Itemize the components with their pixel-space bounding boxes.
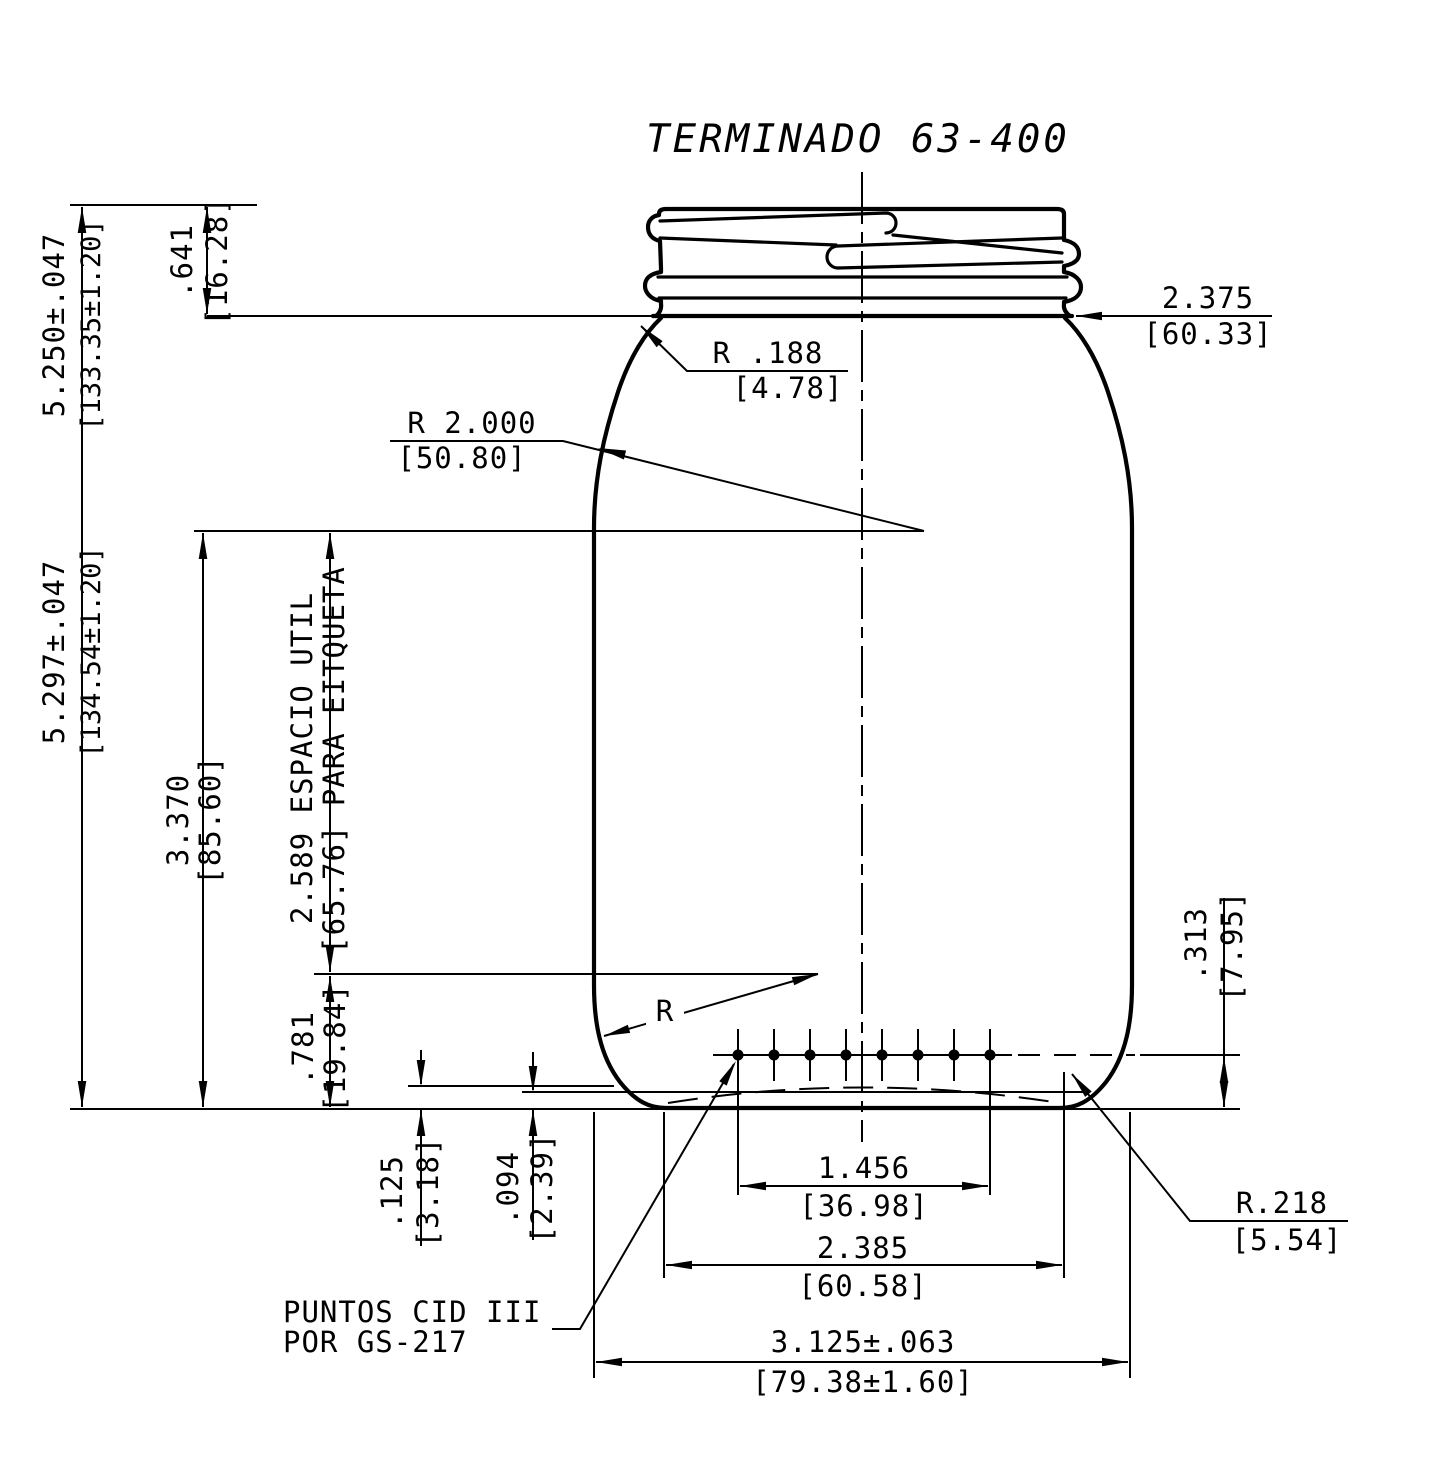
thread-helix [658, 211, 1064, 270]
dim-label-space-in: 2.589 ESPACIO UTIL [285, 592, 319, 924]
dim-neck-radius-in: R .188 [713, 336, 824, 370]
dim-base-clearance-in: .125 [375, 1155, 409, 1229]
base-pushup-dashed [667, 1086, 1061, 1104]
dim-base-height-mm: [7.95] [1215, 891, 1249, 1002]
dim-body-height-mm: [85.60] [193, 755, 227, 884]
dim-height-a-in: 5.250±.047 [37, 233, 71, 418]
leader-puntos [552, 1063, 735, 1330]
dim-heel-height-mm: [19.84] [318, 983, 352, 1112]
dim-height-b-mm: [134.54±1.20] [76, 546, 107, 757]
jar-outline [408, 206, 1135, 1111]
dim-shoulder-radius-in: R 2.000 [407, 406, 536, 440]
finish-profile [642, 206, 1084, 319]
dimension-lines [77, 207, 1272, 1367]
dim-height-a-mm: [133.35±1.20] [76, 219, 107, 430]
dim-label-space-mm: [65.76] PARA EITQUETA [317, 566, 351, 954]
leader-heel-radius [1071, 1073, 1348, 1222]
dim-finish-diameter-mm: [60.33] [1143, 317, 1272, 351]
dim-heel-height-in: .781 [286, 1011, 320, 1085]
leader-corner-radius [603, 973, 819, 1037]
label-corner-radius: R [656, 994, 674, 1028]
cid-dots [713, 1029, 1240, 1081]
dim-base-height-in: .313 [1179, 907, 1213, 981]
dim-heel-radius-mm: [5.54] [1232, 1223, 1343, 1257]
dim-bearing-width-mm: [60.58] [798, 1269, 927, 1303]
dim-base-clearance-mm: [3.18] [411, 1137, 445, 1248]
note-puntos-line1: PUNTOS CID III [283, 1295, 541, 1329]
leader-shoulder-radius [390, 440, 925, 532]
dim-body-diameter-in: 3.125±.063 [771, 1325, 956, 1359]
note-puntos-line2: POR GS-217 [283, 1325, 468, 1359]
dim-dots-span-mm: [36.98] [799, 1189, 928, 1223]
dim-height-b-in: 5.297±.047 [37, 560, 71, 745]
dim-body-height-in: 3.370 [161, 774, 195, 866]
dim-body-diameter-mm: [79.38±1.60] [752, 1365, 974, 1399]
dim-heel-radius-in: R.218 [1236, 1186, 1328, 1220]
dim-neck-radius-mm: [4.78] [733, 371, 844, 405]
extension-lines [70, 204, 1240, 1378]
dim-shoulder-radius-mm: [50.80] [397, 441, 526, 475]
drawing-title: TERMINADO 63-400 [646, 117, 1070, 162]
cid-dot-points [732, 1049, 996, 1061]
leader-lines [390, 325, 1348, 1330]
annotations: TERMINADO 63-400 5.250±.047 [133.35±1.20… [37, 117, 1343, 1399]
dim-finish-height-in: .641 [165, 224, 199, 298]
dim-pushup-in: .094 [491, 1151, 525, 1225]
dim-pushup-mm: [2.39] [525, 1133, 559, 1244]
dim-dots-span-in: 1.456 [818, 1151, 910, 1185]
dim-bearing-width-in: 2.385 [817, 1231, 909, 1265]
dim-finish-diameter-in: 2.375 [1162, 281, 1254, 315]
dim-finish-height-mm: [16.28] [200, 196, 234, 325]
